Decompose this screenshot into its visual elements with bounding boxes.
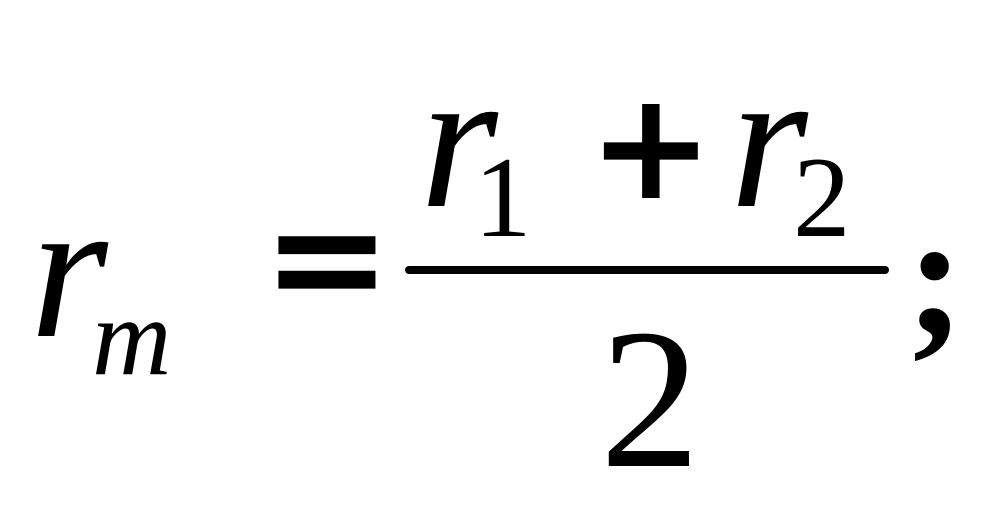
- numerator-subscript-1: 1: [474, 134, 532, 261]
- fraction-bar: [405, 266, 889, 274]
- numerator-variable-r1: r: [420, 29, 498, 250]
- equals-sign: =: [262, 167, 392, 348]
- lhs-subscript-m: m: [92, 276, 172, 398]
- semicolon: ;: [906, 178, 965, 372]
- lhs-variable-r: r: [30, 159, 108, 380]
- denominator-value: 2: [600, 289, 700, 510]
- numerator-subscript-2: 2: [793, 134, 851, 261]
- numerator-variable-r2: r: [730, 29, 808, 250]
- plus-sign: +: [588, 60, 714, 234]
